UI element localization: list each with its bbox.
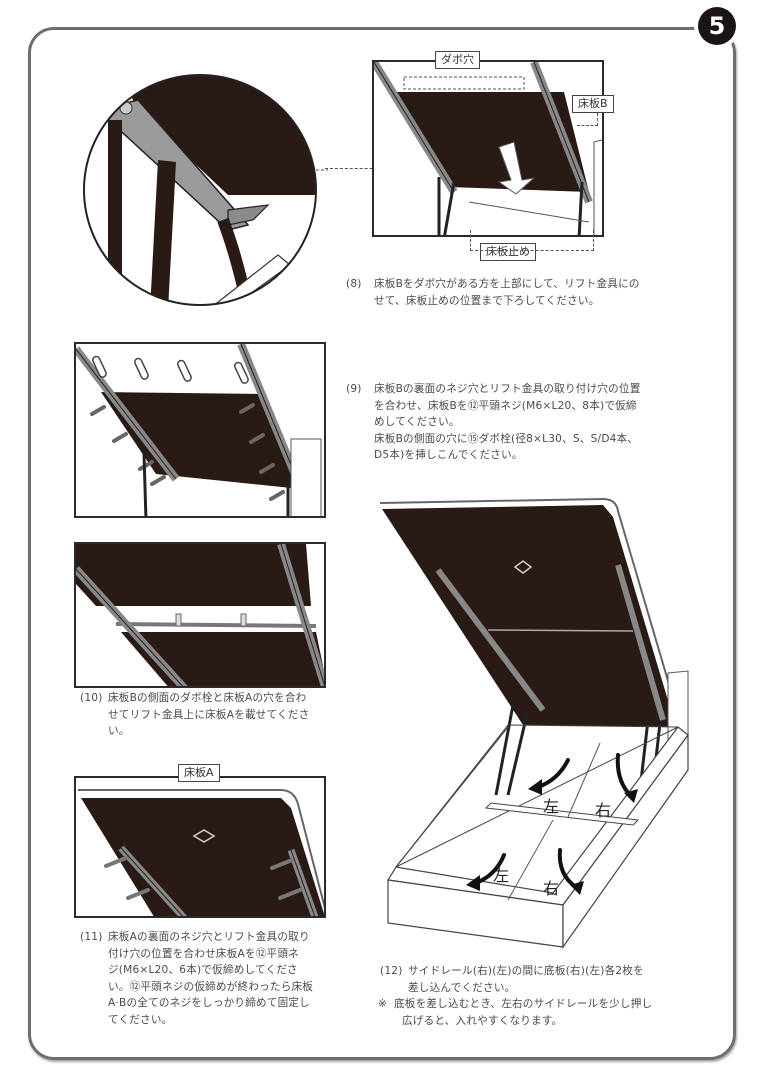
step-12-line: サイドレール(右)(左)の間に底板(右)(左)各2枚を <box>408 965 644 977</box>
step-10-number: (10) <box>80 692 103 704</box>
screw-fastening-board-a-illustration <box>78 789 324 916</box>
board-b-label: 床板B <box>572 95 614 113</box>
board-a-label: 床板A <box>178 764 220 782</box>
board-b-placement-illustration <box>374 62 602 235</box>
step-8-line: 床板Bをダボ穴がある方を上部にして、リフト金具にの <box>374 278 640 290</box>
board-right-lower-label: 右 <box>543 879 560 898</box>
step-9-line: を合わせ、床板Bを⑫平頭ネジ(M6×L20、8本)で仮締 <box>374 399 637 412</box>
bed-frame-bottom-board-insertion-illustration <box>379 497 689 949</box>
step-11-instructions: (11) 床板Aの裏面のネジ穴とリフト金具の取り 付け穴の位置を合わせ床板Aを⑫… <box>80 929 313 1028</box>
step-9-line: 床板Bの裏面のネジ穴とリフト金具の取り付け穴の位置 <box>374 383 641 395</box>
step-12-instructions: (12) サイドレール(右)(左)の間に底板(右)(左)各2枚を 差し込んでくだ… <box>378 963 652 1029</box>
step-12-note: ※ 底板を差し込むとき、左右のサイドレールを少し押し 広げると、入れやすくなりま… <box>372 996 652 1029</box>
step-10-line: 床板Bの側面のダボ栓と床板Aの穴を合わ <box>108 692 307 704</box>
step-10-line: い。 <box>108 725 130 737</box>
step-8-instructions: (8) 床板Bをダボ穴がある方を上部にして、リフト金具にの せて、床板止めの位置… <box>346 276 640 309</box>
step-8-line: せて、床板止めの位置まで下ろしてください。 <box>374 294 600 307</box>
step10-illustration <box>74 542 326 688</box>
step-11-line: い。⑫平頭ネジの仮締めが終わったら床板 <box>108 980 314 993</box>
step-11-line: A·Bの全てのネジをしっかり締めて固定し <box>108 997 310 1009</box>
step-11-line: ジ(M6×L20、6本)で仮締めしてくださ <box>108 964 298 976</box>
step9-illustration <box>74 342 326 518</box>
board-left-lower-label: 左 <box>493 866 510 885</box>
page-number-badge: 5 <box>698 7 736 45</box>
step-9-number: (9) <box>346 383 362 395</box>
step-9-instructions: (9) 床板Bの裏面のネジ穴とリフト金具の取り付け穴の位置 を合わせ、床板Bを⑫… <box>346 381 641 464</box>
step-10-instructions: (10) 床板Bの側面のダボ栓と床板Aの穴を合わ せてリフト金具上に床板Aを載せ… <box>80 690 309 740</box>
step-12-note-line: 広げると、入れやすくなります。 <box>402 1014 563 1027</box>
page-frame <box>28 27 736 1060</box>
step-10-line: せてリフト金具上に床板Aを載せてくださ <box>108 708 310 721</box>
step-12-note-line: 底板を差し込むとき、左右のサイドレールを少し押し <box>394 998 653 1010</box>
step12-illustration <box>378 495 693 950</box>
step-11-line: てください。 <box>108 1013 173 1026</box>
screw-fastening-board-b-illustration <box>76 344 322 516</box>
dowel-hole-label: ダボ穴 <box>435 51 480 69</box>
board-b-leader-line <box>577 113 598 126</box>
board-left-upper-label: 左 <box>543 797 560 816</box>
step11-illustration <box>74 776 326 918</box>
joining-board-a-and-b-illustration <box>76 544 324 686</box>
step-9-line: めしてください。 <box>374 416 460 428</box>
step-11-line: 床板Aの裏面のネジ穴とリフト金具の取り <box>108 931 310 943</box>
step-9-line: D5本)を挿しこんでください。 <box>374 449 523 461</box>
step-8-number: (8) <box>346 278 362 290</box>
step-11-line: 付け穴の位置を合わせ床板Aを⑫平頭ネ <box>108 947 299 960</box>
lift-bracket-closeup-illustration <box>83 74 328 306</box>
note-mark: ※ <box>378 998 388 1010</box>
step8-illustration <box>372 60 604 237</box>
step-12-number: (12) <box>380 965 403 977</box>
board-stopper-leader-line <box>470 230 594 251</box>
step-11-number: (11) <box>80 931 103 943</box>
board-stopper-label: 床板止め <box>480 243 536 261</box>
board-right-upper-label: 右 <box>595 801 612 820</box>
step-9-line: 床板Bの側面の穴に⑮ダボ栓(径8×L30、S、S/D4本、 <box>374 432 639 445</box>
step-12-line: 差し込んでください。 <box>408 981 516 994</box>
step8-detail-circle <box>78 70 328 310</box>
